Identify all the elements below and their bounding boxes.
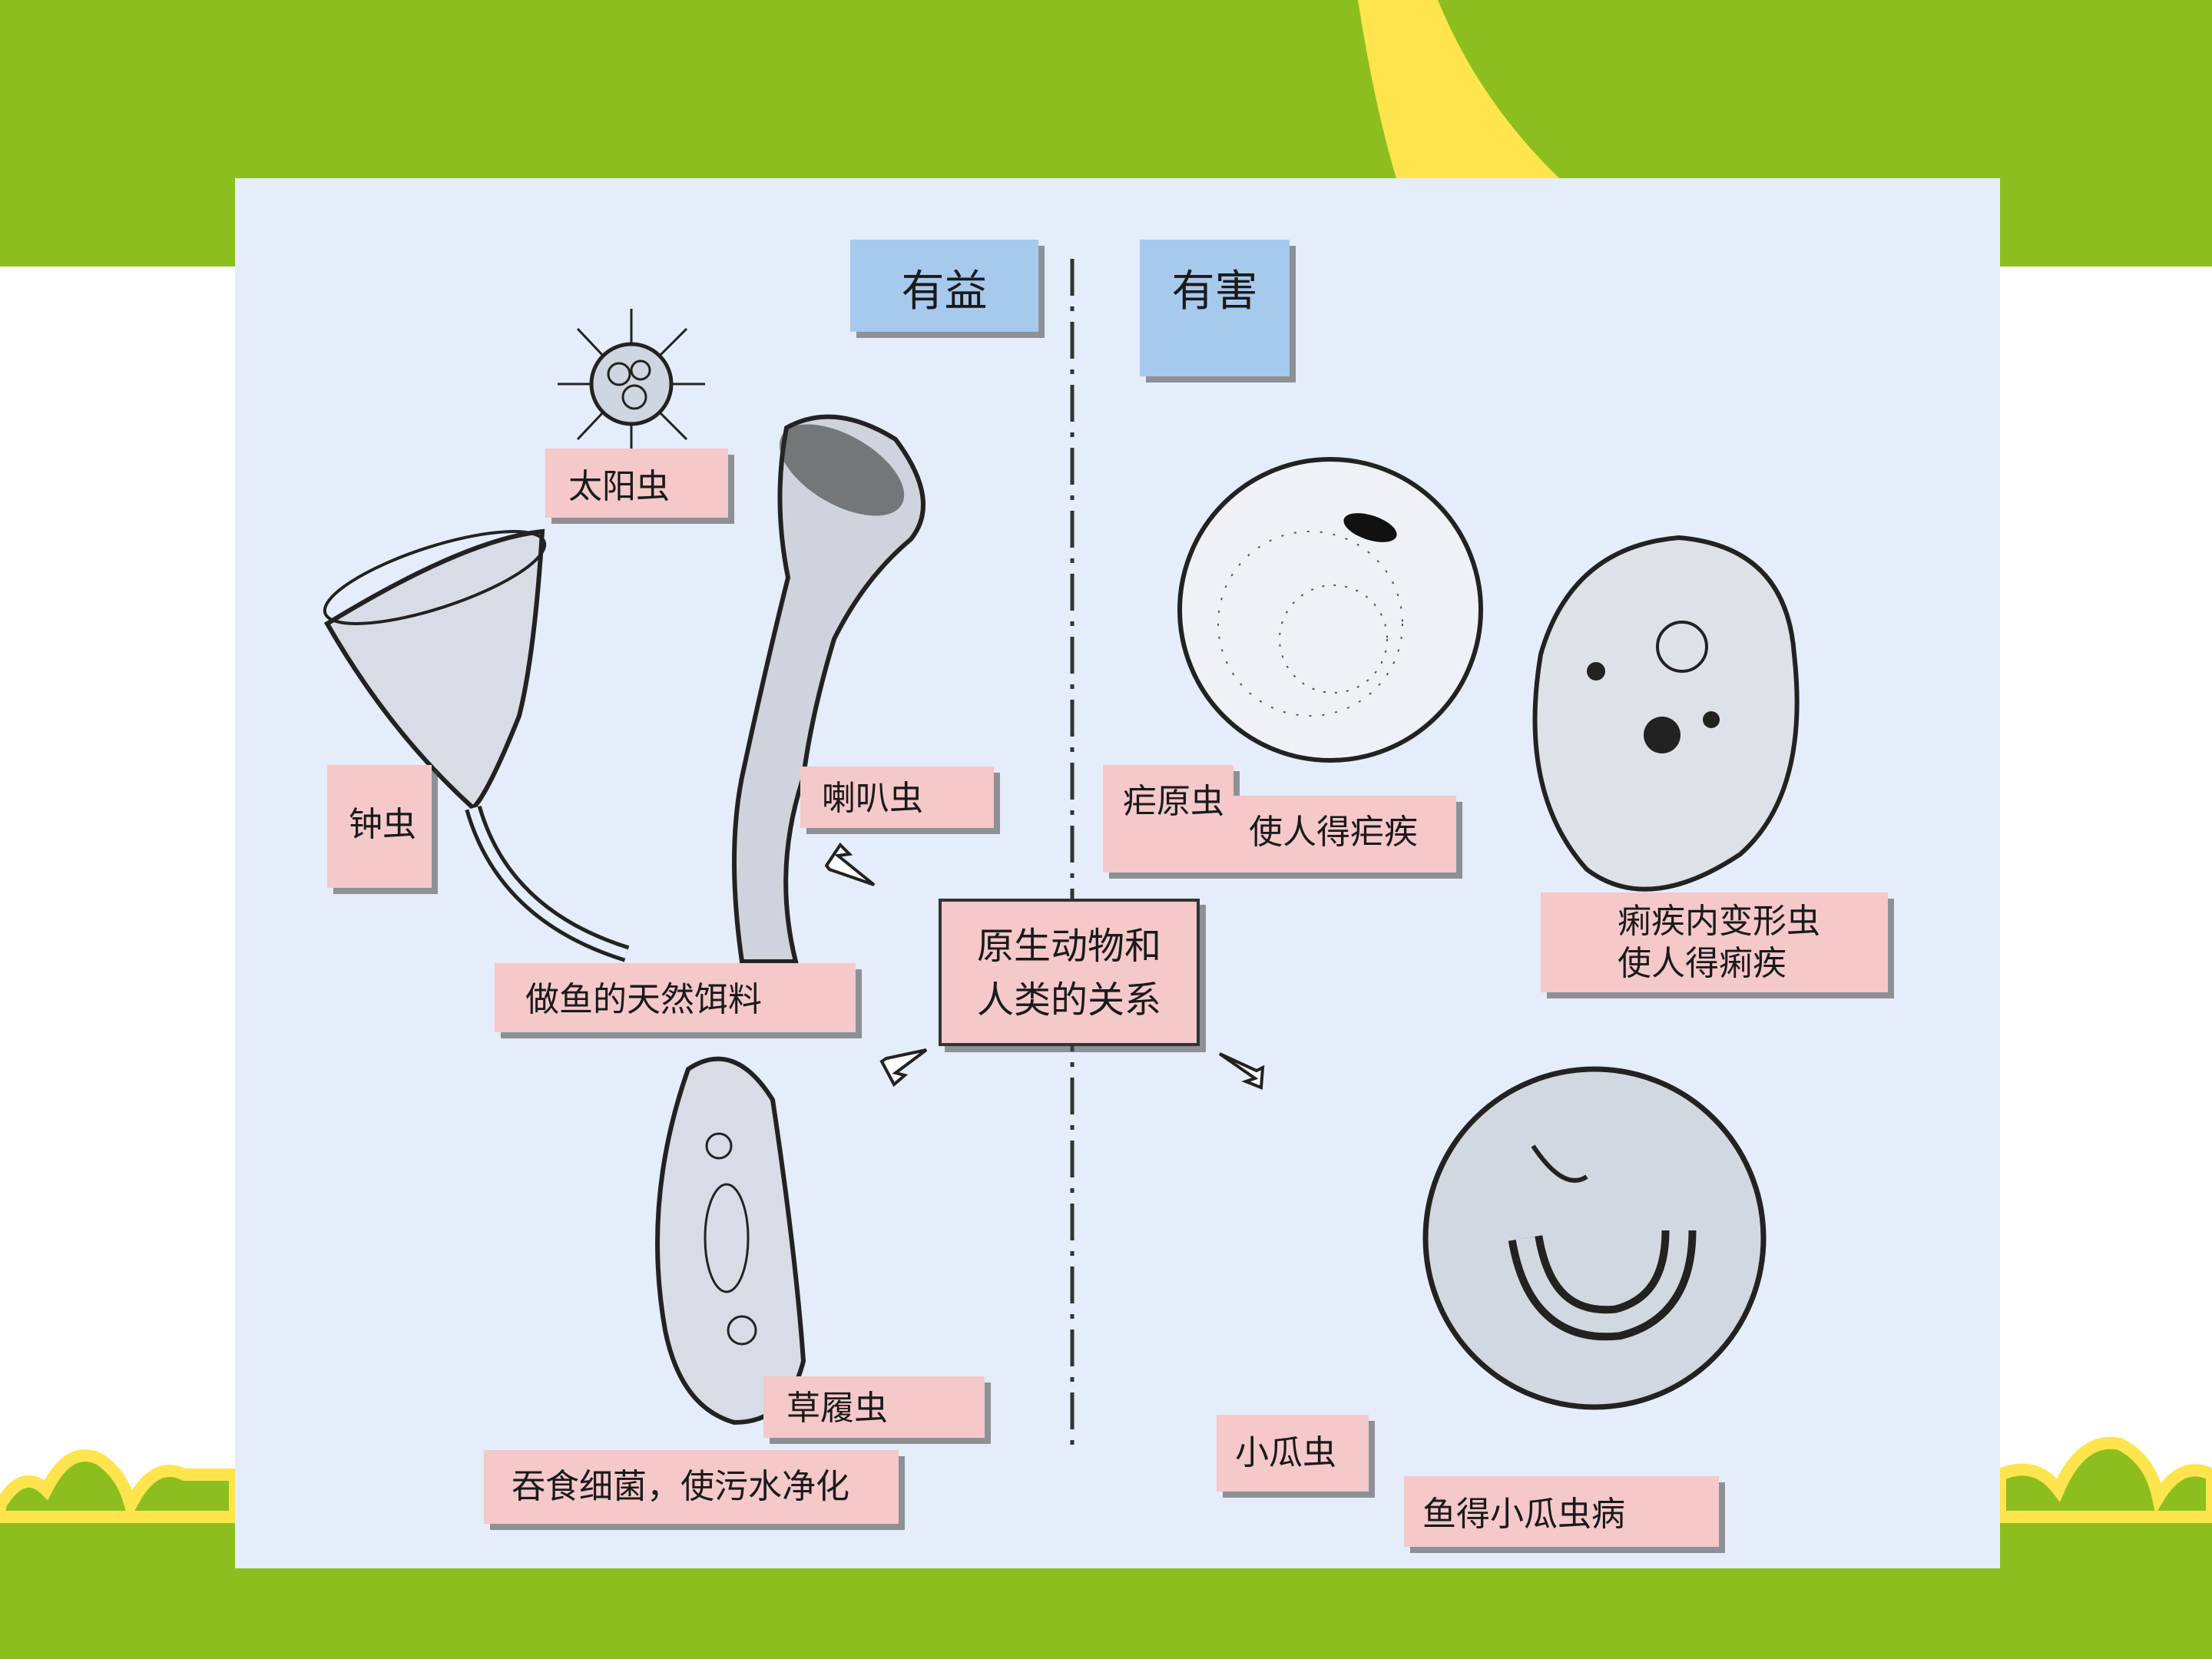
label-entamoeba: 痢疾内变形虫 使人得痢疾 (1541, 892, 1888, 992)
ichthyophthirius-illustration (1422, 1066, 1767, 1410)
heliozoa-illustration (558, 309, 705, 455)
entamoeba-illustration (1532, 535, 1800, 892)
diagram-panel: 有益 有害 原生动物和 人类的关系 太阳虫 钟虫 喇叭虫 做鱼的天然饵料 草履虫… (235, 178, 2000, 1568)
header-beneficial-text: 有益 (901, 267, 988, 316)
label-plasmodium-effect: 使人得疟疾 (1233, 796, 1456, 873)
label-ichthyophthirius: 小瓜虫 (1217, 1415, 1369, 1492)
arrow-to-paramecium (879, 1048, 928, 1088)
label-fish-feed: 做鱼的天然饵料 (495, 963, 856, 1032)
right-wave (1994, 1436, 2212, 1523)
label-paramecium: 草履虫 (763, 1376, 985, 1438)
center-line-1: 原生动物和 (976, 925, 1161, 968)
vorticella-illustration (323, 528, 630, 962)
label-heliozoa: 太阳虫 (545, 449, 728, 518)
header-beneficial: 有益 (850, 240, 1038, 332)
label-paramecium-role: 吞食细菌，使污水净化 (484, 1450, 899, 1524)
arrow-to-stentor (824, 842, 876, 886)
plasmodium-illustration (1177, 457, 1483, 763)
label-entamoeba-line1: 痢疾内变形虫 (1618, 902, 1820, 941)
arrow-to-ichthyophthirius (1218, 1052, 1265, 1090)
center-divider-line (1070, 259, 1075, 1449)
label-ichthyophthirius-effect: 鱼得小瓜虫病 (1404, 1476, 1719, 1547)
yellow-swoosh (1358, 0, 1559, 178)
paramecium-illustration (655, 1056, 806, 1426)
stentor-illustration (732, 414, 926, 964)
header-harmful-text: 有害 (1171, 267, 1258, 316)
center-concept-box: 原生动物和 人类的关系 (939, 899, 1200, 1046)
label-stentor: 喇叭虫 (800, 767, 994, 828)
label-plasmodium: 疟原虫 (1103, 765, 1233, 873)
protozoa-illustrations (323, 309, 1800, 1426)
left-wave (0, 1449, 241, 1523)
center-line-2: 人类的关系 (976, 978, 1161, 1022)
label-entamoeba-line2: 使人得痢疾 (1618, 944, 1786, 983)
header-harmful: 有害 (1140, 240, 1290, 376)
label-vorticella: 钟虫 (327, 765, 432, 888)
